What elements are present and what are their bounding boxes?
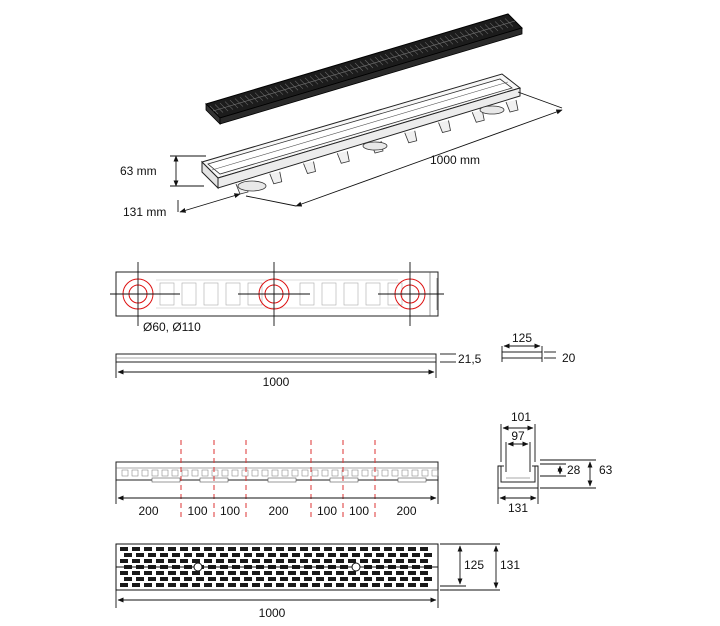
outlet-left bbox=[110, 262, 180, 326]
side-view: 1000 21,5 bbox=[115, 352, 482, 389]
channel-view: 200 100 100 200 100 100 200 bbox=[115, 440, 439, 520]
grate-outer-width-label: 131 bbox=[500, 558, 520, 572]
isometric-view: 63 mm 131 mm 1000 mm bbox=[120, 13, 563, 219]
cross-section-profile bbox=[497, 465, 539, 489]
top-view: Ø60, Ø110 bbox=[110, 262, 444, 334]
segment-label: 200 bbox=[138, 504, 158, 518]
cross-section: 101 97 28 63 131 bbox=[497, 410, 613, 515]
grate-inner-width-label: 125 bbox=[464, 558, 484, 572]
grate-view: 125 131 1000 bbox=[115, 543, 520, 620]
side-length-label: 1000 bbox=[263, 375, 290, 389]
isometric-grate bbox=[205, 13, 523, 125]
grate-section-outline bbox=[501, 351, 543, 359]
outlet-center bbox=[238, 262, 310, 326]
grate-length-label: 1000 bbox=[259, 606, 286, 620]
length-dimension-line bbox=[295, 109, 563, 207]
outer-top-label: 101 bbox=[511, 410, 531, 424]
segment-label: 100 bbox=[187, 504, 207, 518]
total-height-label: 63 bbox=[599, 463, 613, 477]
length-label: 1000 mm bbox=[430, 153, 480, 167]
width-dimension-line bbox=[179, 193, 241, 213]
outlet-right bbox=[378, 262, 444, 326]
width-label: 131 mm bbox=[123, 205, 166, 219]
grate-section: 125 20 bbox=[501, 331, 576, 365]
segment-label: 100 bbox=[220, 504, 240, 518]
grate-height-label: 20 bbox=[562, 351, 576, 365]
bottom-width-label: 131 bbox=[508, 501, 528, 515]
inner-height-label: 28 bbox=[567, 463, 581, 477]
channel-side-outline bbox=[115, 461, 439, 481]
height-label: 63 mm bbox=[120, 164, 157, 178]
segment-label: 200 bbox=[396, 504, 416, 518]
grate-width-label: 125 bbox=[512, 331, 532, 345]
side-height-label: 21,5 bbox=[458, 352, 482, 366]
segment-label: 100 bbox=[317, 504, 337, 518]
outlet-diameter-label: Ø60, Ø110 bbox=[143, 320, 201, 334]
segment-label: 200 bbox=[268, 504, 288, 518]
inner-top-label: 97 bbox=[511, 429, 525, 443]
segment-label: 100 bbox=[349, 504, 369, 518]
